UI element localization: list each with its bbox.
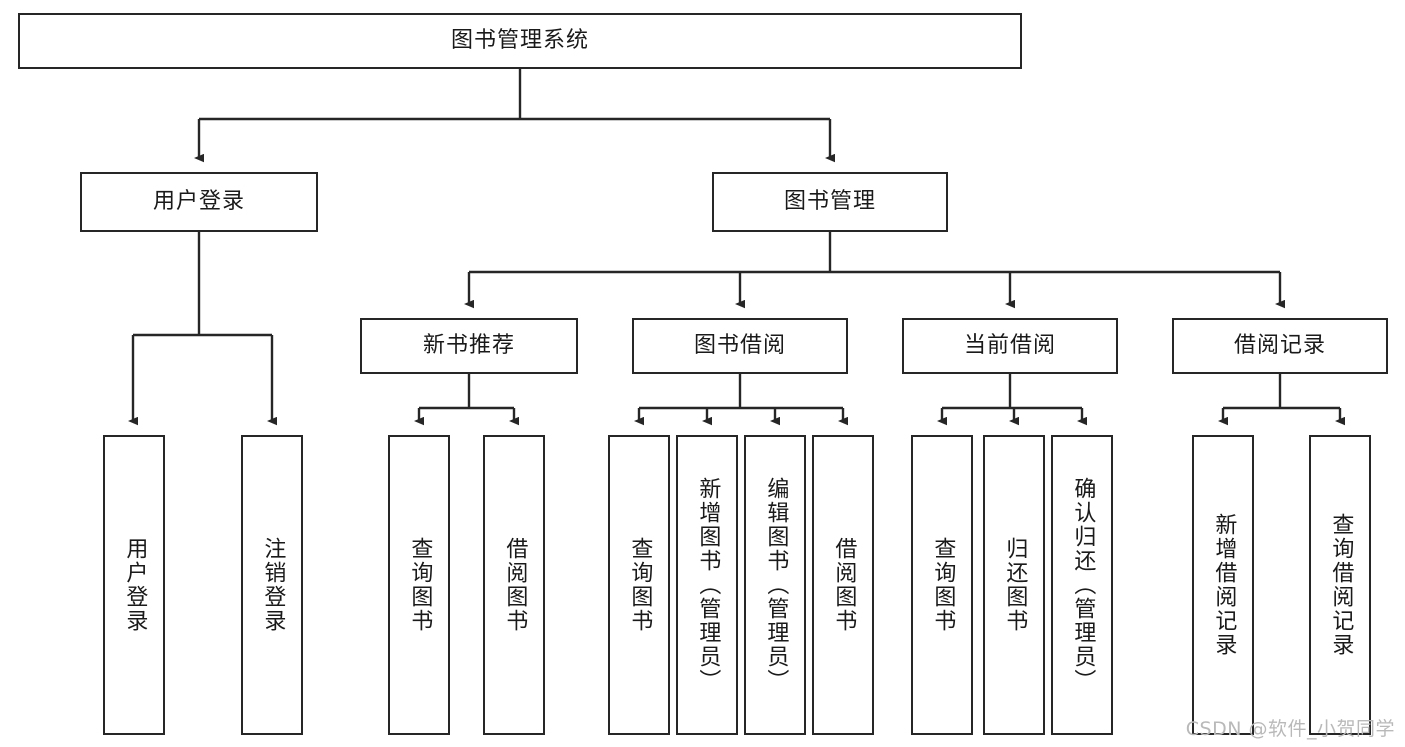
node-current-borrow-label: 当前借阅 — [963, 332, 1056, 358]
node-user-login[interactable]: 用户登录 — [80, 172, 318, 232]
node-leaf-borrow-book-label: 借阅图书 — [831, 537, 857, 633]
node-book-manage[interactable]: 图书管理 — [712, 172, 948, 232]
node-book-borrow-label: 图书借阅 — [693, 332, 786, 358]
node-leaf-user-logout[interactable]: 注销登录 — [241, 435, 303, 735]
node-leaf-confirm-return-admin-label: 确认归还（管理员） — [1070, 477, 1096, 693]
node-leaf-user-logout-label: 注销登录 — [260, 537, 286, 633]
node-leaf-borrow-book[interactable]: 借阅图书 — [812, 435, 874, 735]
node-leaf-edit-book-admin-label: 编辑图书（管理员） — [763, 477, 789, 693]
node-leaf-add-borrow-record[interactable]: 新增借阅记录 — [1192, 435, 1254, 735]
node-leaf-add-book-admin[interactable]: 新增图书（管理员） — [676, 435, 738, 735]
node-leaf-query-book-current-label: 查询图书 — [930, 537, 956, 633]
node-leaf-borrow-book-rec-label: 借阅图书 — [502, 537, 528, 633]
node-root-label: 图书管理系统 — [450, 27, 589, 53]
csdn-watermark: CSDN @软件_小贺同学 — [1185, 718, 1395, 740]
node-user-login-label: 用户登录 — [152, 188, 245, 214]
node-leaf-return-book[interactable]: 归还图书 — [983, 435, 1045, 735]
node-leaf-return-book-label: 归还图书 — [1002, 537, 1028, 633]
node-leaf-user-login[interactable]: 用户登录 — [103, 435, 165, 735]
node-leaf-query-book-current[interactable]: 查询图书 — [911, 435, 973, 735]
node-leaf-edit-book-admin[interactable]: 编辑图书（管理员） — [744, 435, 806, 735]
node-leaf-query-book-rec-label: 查询图书 — [407, 537, 433, 633]
node-leaf-borrow-book-rec[interactable]: 借阅图书 — [483, 435, 545, 735]
node-leaf-query-book-rec[interactable]: 查询图书 — [388, 435, 450, 735]
node-leaf-add-book-admin-label: 新增图书（管理员） — [695, 477, 721, 693]
node-leaf-query-book-borrow-label: 查询图书 — [627, 537, 653, 633]
node-borrow-record[interactable]: 借阅记录 — [1172, 318, 1388, 374]
node-leaf-query-book-borrow[interactable]: 查询图书 — [608, 435, 670, 735]
node-root[interactable]: 图书管理系统 — [18, 13, 1022, 69]
node-current-borrow[interactable]: 当前借阅 — [902, 318, 1118, 374]
node-new-book-rec-label: 新书推荐 — [422, 332, 515, 358]
node-leaf-query-borrow-record[interactable]: 查询借阅记录 — [1309, 435, 1371, 735]
node-book-borrow[interactable]: 图书借阅 — [632, 318, 848, 374]
node-borrow-record-label: 借阅记录 — [1233, 332, 1326, 358]
node-leaf-confirm-return-admin[interactable]: 确认归还（管理员） — [1051, 435, 1113, 735]
node-book-manage-label: 图书管理 — [783, 188, 876, 214]
node-leaf-user-login-label: 用户登录 — [122, 537, 148, 633]
node-leaf-add-borrow-record-label: 新增借阅记录 — [1211, 513, 1237, 657]
node-new-book-rec[interactable]: 新书推荐 — [360, 318, 578, 374]
node-leaf-query-borrow-record-label: 查询借阅记录 — [1328, 513, 1354, 657]
